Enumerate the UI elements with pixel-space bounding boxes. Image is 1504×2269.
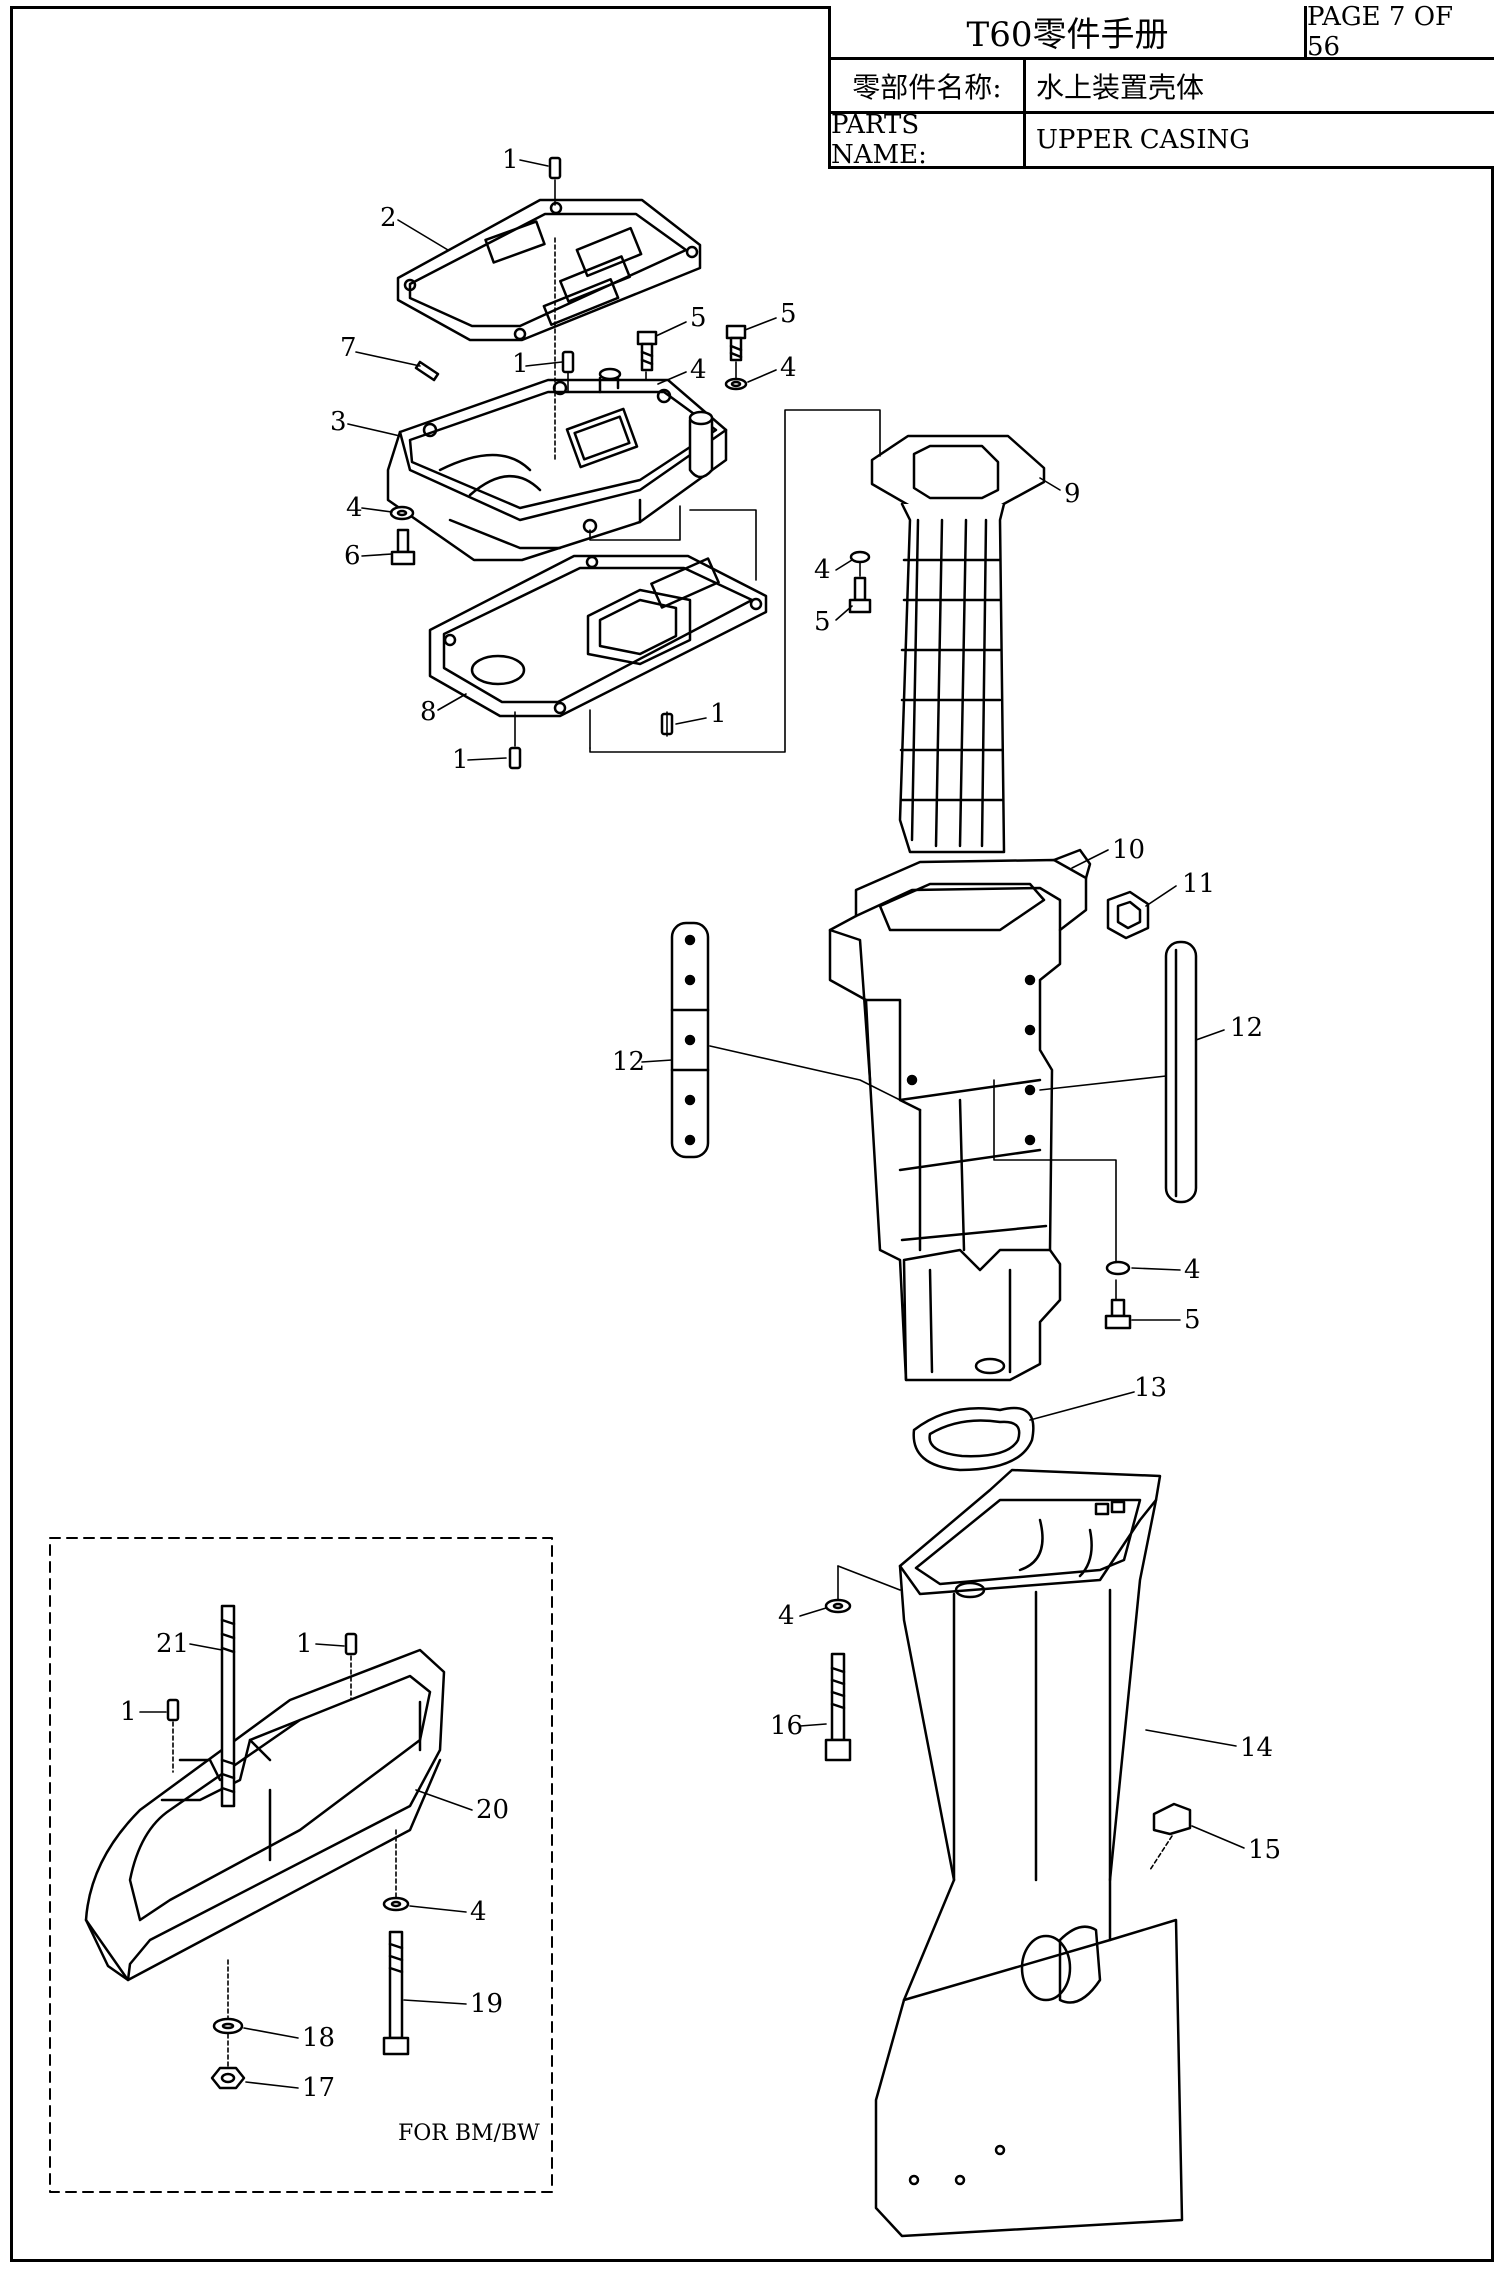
- washer-part-4-e: [1105, 1260, 1131, 1276]
- parts-name-value-cn: 水上装置壳体: [1026, 60, 1494, 114]
- callout-1: 1: [452, 745, 469, 775]
- tiller-casing-part-20: [84, 1648, 446, 1982]
- leader-lines-lower: [837, 1565, 1173, 1871]
- callout-2: 2: [380, 203, 397, 233]
- callout-5: 5: [690, 303, 707, 333]
- dowel-pin-part-1: [548, 156, 562, 180]
- callout-18: 18: [302, 2023, 335, 2053]
- mount-plate-part-12-a: [670, 921, 710, 1159]
- callout-1: 1: [296, 1629, 313, 1659]
- mount-plate-part-12-b: [1164, 940, 1198, 1204]
- page-frame: [10, 6, 1494, 2262]
- callout-4: 4: [346, 493, 363, 523]
- callout-5: 5: [780, 299, 797, 329]
- seal-ring-part-13: [912, 1406, 1035, 1472]
- callout-4: 4: [778, 1601, 795, 1631]
- bolt-part-5-c: [848, 576, 872, 614]
- grommet-part-11: [1106, 890, 1150, 940]
- leader-lines-upper: [514, 179, 881, 753]
- callout-16: 16: [770, 1711, 803, 1741]
- bolt-part-5-d: [1104, 1298, 1132, 1330]
- callout-14: 14: [1240, 1733, 1273, 1763]
- stud-bolt-part-21: [220, 1604, 236, 1808]
- callout-4: 4: [470, 1897, 487, 1927]
- small-pin-part-7: [414, 360, 440, 382]
- leader-lines-variant: [172, 1655, 397, 2067]
- dowel-pin-part-1-e: [344, 1632, 358, 1656]
- callout-1: 1: [512, 349, 529, 379]
- title-block: T60零件手册 PAGE 7 OF 56 零部件名称: 水上装置壳体 PARTS…: [828, 2, 1494, 170]
- dowel-pin-part-1-f: [166, 1698, 180, 1722]
- callout-4: 4: [814, 555, 831, 585]
- parts-name-value-en: UPPER CASING: [1036, 125, 1250, 155]
- washer-part-4-d: [849, 550, 871, 564]
- parts-name-label-en: PARTS NAME:: [831, 110, 1026, 170]
- exhaust-pipe-part-9: [870, 434, 1046, 854]
- exhaust-guide-part-3: [386, 367, 728, 562]
- callout-21: 21: [156, 1629, 189, 1659]
- nut-part-17: [210, 2066, 246, 2090]
- callout-4: 4: [780, 353, 797, 383]
- callout-11: 11: [1182, 869, 1215, 899]
- bolt-part-5-b: [725, 324, 747, 362]
- callout-5: 5: [814, 607, 831, 637]
- callout-15: 15: [1248, 1835, 1281, 1865]
- bolt-part-6: [390, 528, 416, 566]
- washer-part-4-g: [382, 1896, 410, 1912]
- bolt-part-19: [382, 1930, 410, 2056]
- callout-1: 1: [120, 1697, 137, 1727]
- manual-title: T60零件手册: [831, 6, 1307, 60]
- callout-10: 10: [1112, 835, 1145, 865]
- callout-19: 19: [470, 1989, 503, 2019]
- plug-part-15: [1152, 1802, 1192, 1836]
- callout-5: 5: [1184, 1305, 1201, 1335]
- washer-part-4-c: [389, 505, 415, 521]
- bolt-part-16: [824, 1652, 852, 1762]
- callout-1: 1: [502, 145, 519, 175]
- callout-4: 4: [690, 355, 707, 385]
- bolt-part-5-a: [636, 330, 658, 372]
- lower-gasket-part-8: [428, 554, 768, 718]
- callout-20: 20: [476, 1795, 509, 1825]
- callout-17: 17: [302, 2073, 335, 2103]
- callout-4: 4: [1184, 1255, 1201, 1285]
- callout-12: 12: [1230, 1013, 1263, 1043]
- callout-leaders: [139, 159, 1245, 2089]
- callout-6: 6: [344, 541, 361, 571]
- page-number: PAGE 7 OF 56: [1307, 2, 1494, 62]
- callout-3: 3: [330, 407, 347, 437]
- top-gasket-part-2: [396, 198, 702, 342]
- upper-casing-part-10: [828, 848, 1092, 1382]
- washer-part-4-b: [724, 377, 748, 391]
- drive-shaft-housing-part-14: [874, 1468, 1184, 2238]
- parts-name-label-cn: 零部件名称:: [831, 60, 1026, 114]
- callout-7: 7: [340, 333, 357, 363]
- callout-12: 12: [612, 1047, 645, 1077]
- dowel-pin-part-1-b: [561, 350, 575, 374]
- washer-part-18: [212, 2017, 244, 2035]
- washer-part-4-f: [824, 1598, 852, 1614]
- callout-1: 1: [710, 699, 727, 729]
- callout-9: 9: [1064, 479, 1081, 509]
- dowel-pin-part-1-d: [508, 746, 522, 770]
- callout-13: 13: [1134, 1373, 1167, 1403]
- callout-8: 8: [420, 697, 437, 727]
- variant-note: FOR BM/BW: [398, 2121, 540, 2146]
